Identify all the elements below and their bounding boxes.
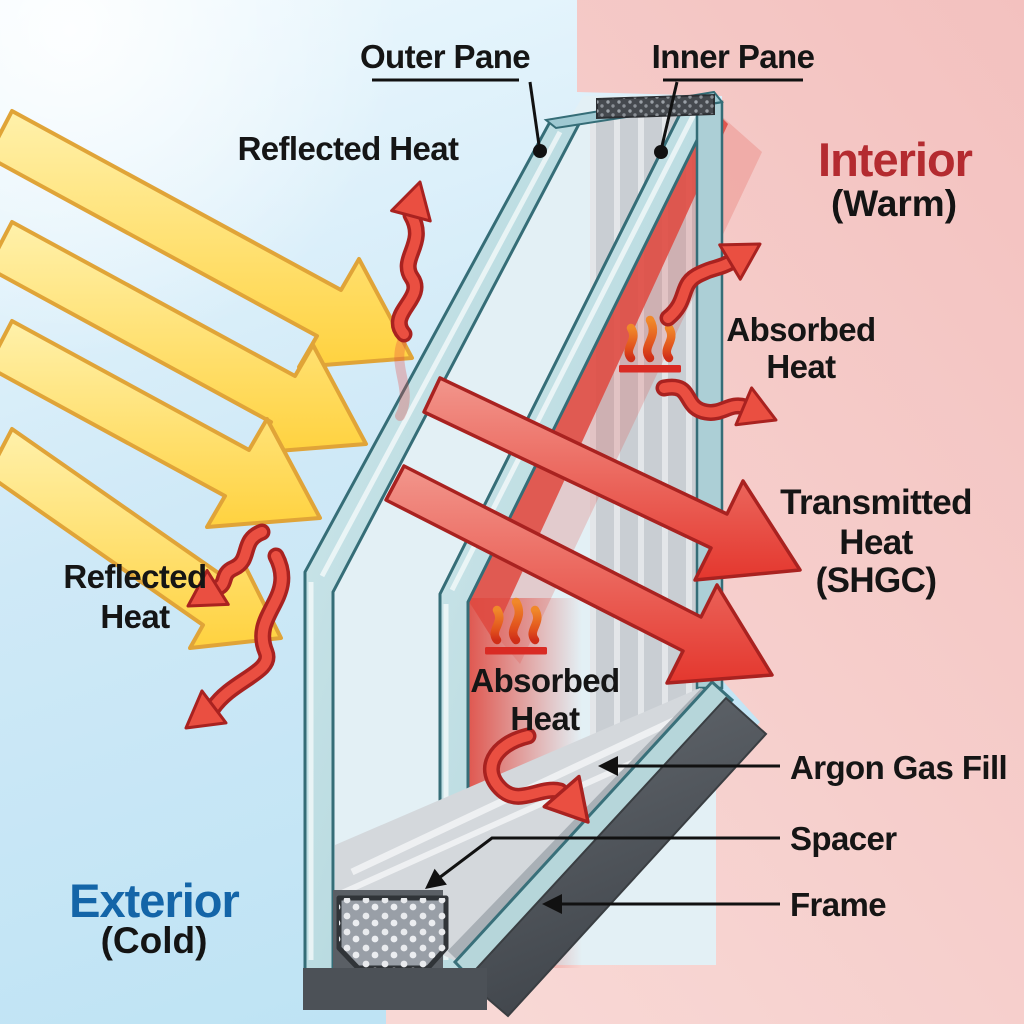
heat-squiggle-arrows: [172, 175, 786, 839]
top-spacer-stipple: [597, 95, 714, 118]
absorbed-heat-right-label: Heat: [766, 348, 836, 385]
frame-bottom: [303, 968, 487, 1010]
outer-pane-leader: [528, 81, 541, 146]
transmitted-heat-arrow: [422, 376, 802, 582]
frame-diagonal: [464, 696, 768, 1018]
reflected-heat-arrow-left-lower: [172, 547, 291, 746]
transmitted-heat-label: Heat: [839, 523, 913, 562]
absorbed-heat-center-label: Absorbed: [470, 662, 619, 699]
inner-pane-leader-dot: [654, 145, 668, 159]
argon-gas-fill-label: Argon Gas Fill: [790, 749, 1007, 786]
outer-pane-leader-dot: [533, 144, 547, 158]
reflected-heat-arrow-top: [390, 175, 441, 343]
sun-ray-arrow: [0, 319, 322, 529]
reflected-heat-arrow-left-upper: [175, 523, 271, 625]
interior-zone-title: Interior: [818, 133, 973, 186]
absorbed-heat-arrow-center: [483, 727, 608, 839]
sun-ray-arrow: [0, 220, 368, 455]
reflected-heat-faded-tail: [394, 337, 410, 421]
absorbed-heat-glow: [468, 106, 728, 638]
transmitted-heat-arrows: [384, 376, 802, 685]
transmitted-heat-label: (SHGC): [816, 561, 937, 600]
transmitted-heat-arrow: [384, 464, 774, 685]
spacer-label: Spacer: [790, 820, 897, 857]
absorbed-heat-arrow-right-lower: [655, 378, 786, 440]
spacer-leader: [430, 836, 780, 886]
labels: Outer Pane Inner Pane Reflected Heat Ref…: [63, 38, 1007, 961]
reflected-heat-left-label: Reflected: [63, 558, 206, 595]
bottom-spacer-stipple: [339, 898, 446, 968]
absorbed-heat-arrow-right-upper: [659, 225, 772, 327]
exterior-zone-subtitle: (Cold): [101, 920, 208, 961]
interior-background: [386, 0, 1024, 1024]
transmitted-heat-label: Transmitted: [780, 483, 972, 522]
reflected-heat-top-label: Reflected Heat: [238, 130, 459, 167]
interior-zone-subtitle: (Warm): [831, 183, 957, 224]
absorbed-heat-right-label: Absorbed: [726, 311, 875, 348]
sun-ray-arrow: [0, 109, 414, 369]
outer-pane-label: Outer Pane: [360, 38, 530, 75]
reflected-heat-left-label: Heat: [100, 598, 170, 635]
exterior-zone-title: Exterior: [69, 874, 239, 927]
inner-pane-leader: [660, 81, 679, 147]
outer-pane-highlight: [308, 130, 563, 960]
leader-lines: [372, 78, 803, 914]
inner-pane-label: Inner Pane: [652, 38, 815, 75]
frame-label: Frame: [790, 886, 886, 923]
absorbed-heat-center-label: Heat: [510, 700, 580, 737]
